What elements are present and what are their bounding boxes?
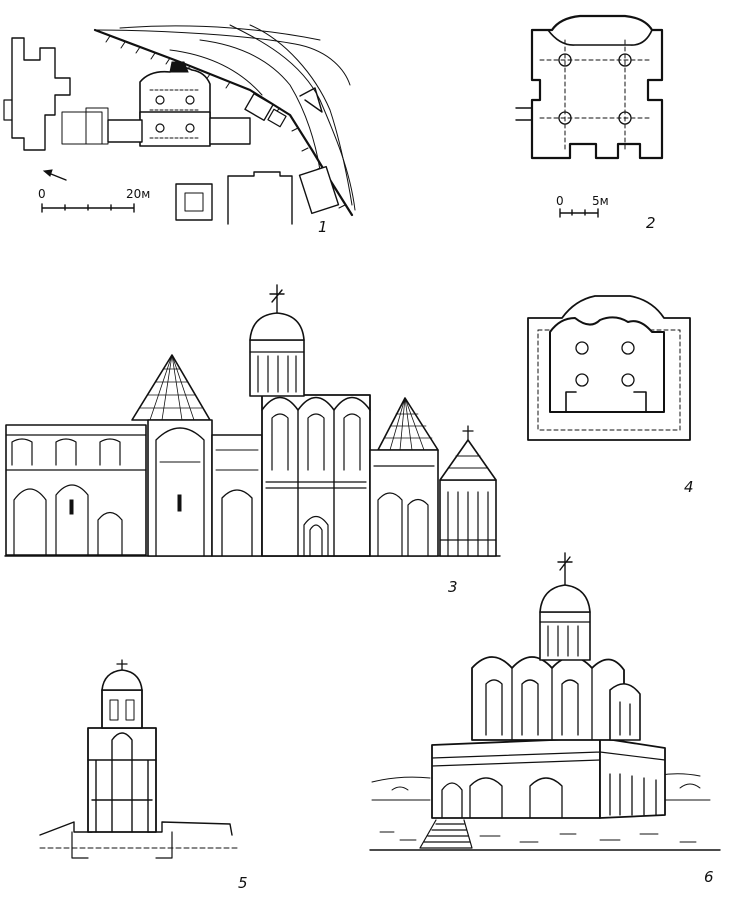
- lower-building: [227, 171, 293, 225]
- figure-2-number: 2: [646, 214, 656, 232]
- figure-1-number: 1: [318, 218, 328, 236]
- section-drum: [101, 689, 143, 729]
- church-plan: [107, 61, 251, 147]
- figure-1-scale-zero: 0: [38, 187, 46, 201]
- figure-1-scale-max: 20м: [126, 187, 150, 201]
- figure-5-number: 5: [238, 874, 248, 892]
- figure-1-site-plan: 0 20м 1: [3, 24, 356, 236]
- main-church-body: [261, 394, 371, 557]
- monastery-walls: [11, 37, 71, 151]
- perspective-dome: [539, 584, 591, 613]
- landing-mark: [299, 87, 323, 113]
- figure-4-plan: 4: [527, 295, 694, 496]
- figure-3-elevation: 3: [4, 284, 501, 596]
- figure-6-number: 6: [704, 868, 714, 886]
- plan-4-inner-church: [549, 316, 665, 413]
- river-contours: [94, 24, 356, 211]
- figure-1-scale-bar: 0 20м: [38, 187, 150, 213]
- tower-base: [175, 183, 213, 221]
- small-building: [244, 93, 274, 121]
- figure-2-plan: 0 5м 2: [515, 14, 664, 232]
- left-tent-roof: [131, 354, 211, 421]
- gallery-front: [431, 737, 601, 819]
- figure-5-section: 5: [39, 659, 248, 892]
- ruins-hatched: [61, 111, 103, 145]
- dome: [249, 312, 305, 341]
- stairs: [419, 819, 473, 849]
- upper-church: [471, 656, 625, 741]
- left-block: [147, 419, 213, 557]
- perspective-cross: [557, 552, 573, 586]
- plan-2-outline: [530, 14, 664, 160]
- cross: [269, 284, 285, 314]
- figure-2-scale-zero: 0: [556, 194, 564, 208]
- figure-2-scale-bar: 0 5м: [556, 194, 609, 218]
- landscape: [371, 773, 711, 801]
- figure-4-number: 4: [684, 478, 694, 496]
- figure-3-number: 3: [448, 578, 458, 596]
- section-body: [87, 727, 157, 833]
- figure-6-perspective: 6: [369, 552, 721, 886]
- figure-2-scale-max: 5м: [592, 194, 609, 208]
